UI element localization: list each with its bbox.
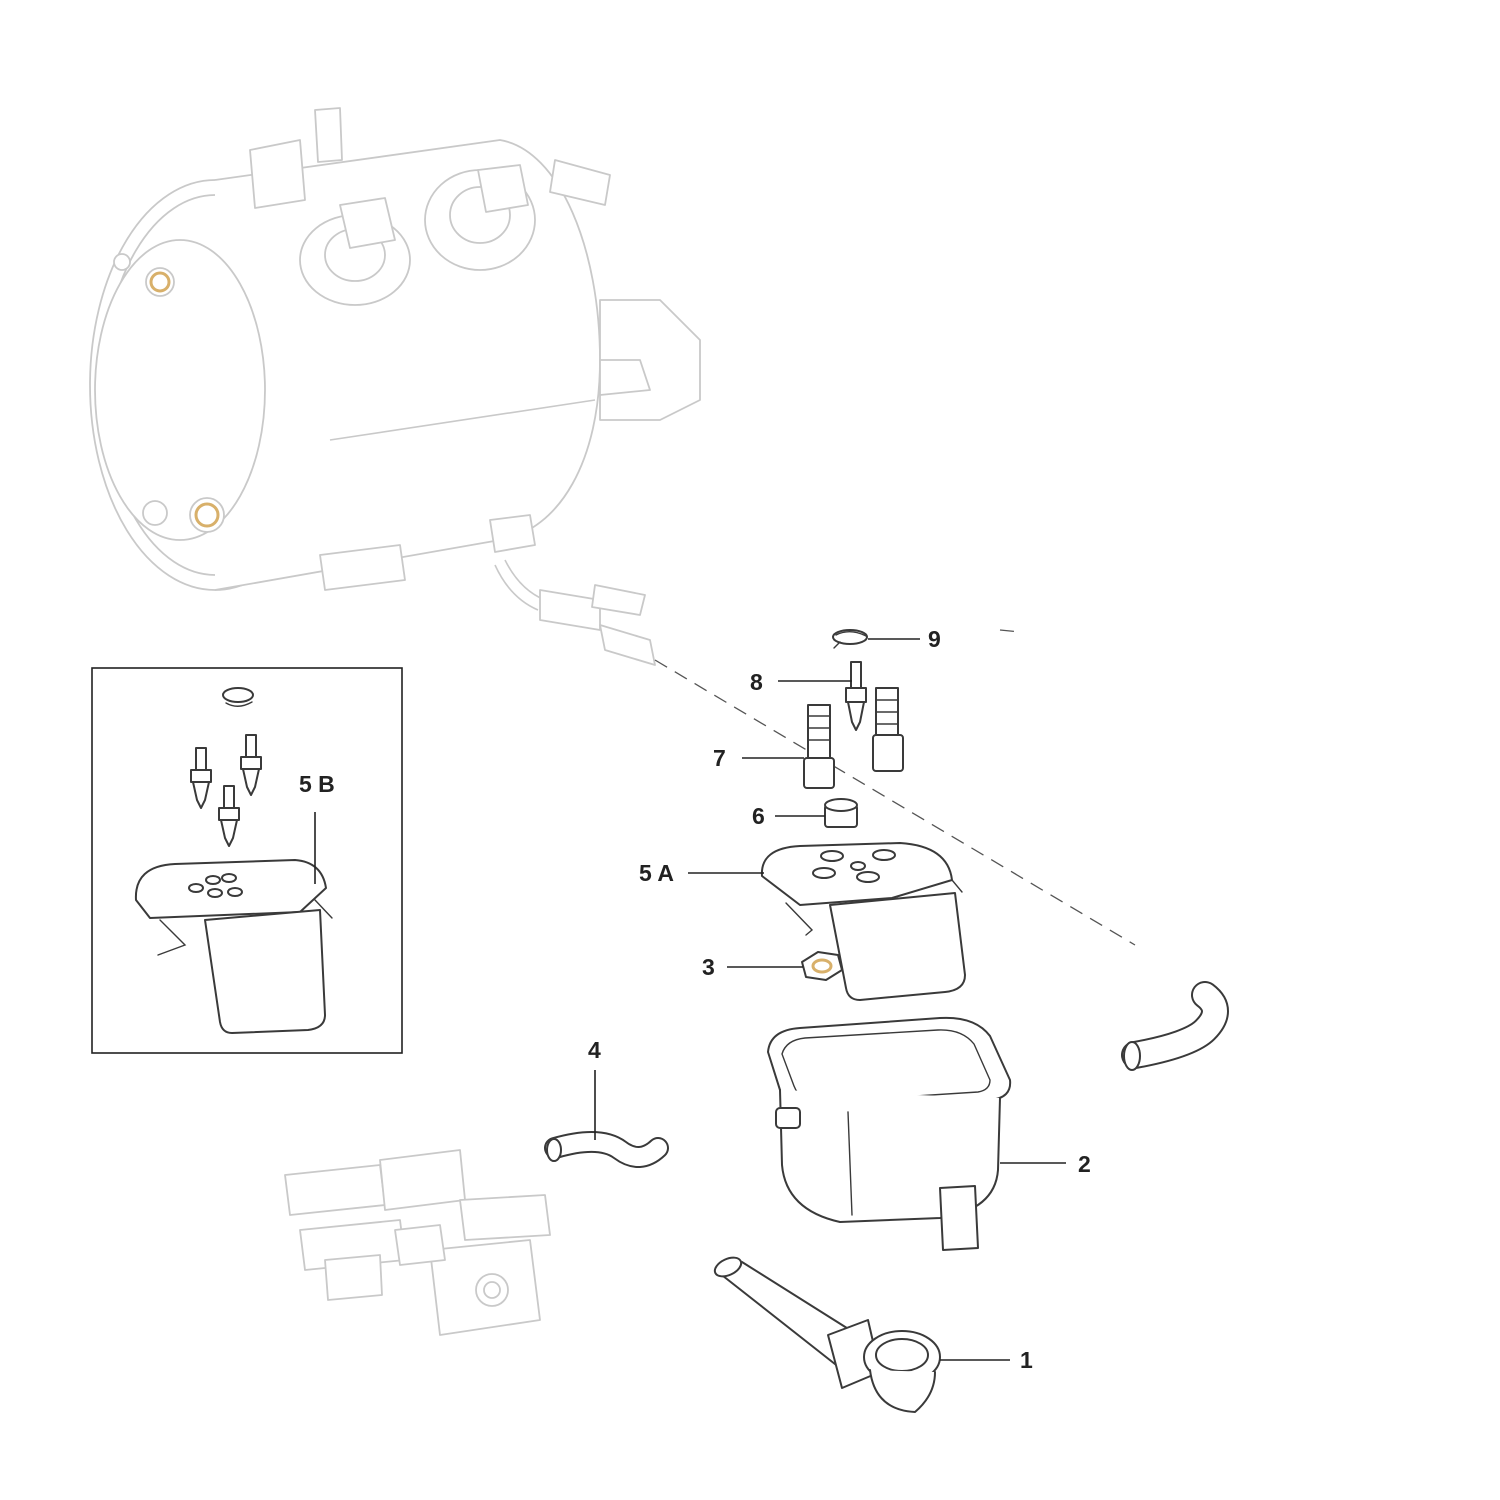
part-8-nozzle: [845, 661, 867, 731]
callout-4: 4: [588, 1037, 601, 1063]
part-7-hose-barb: [803, 704, 835, 789]
callout-8: 8: [750, 669, 763, 695]
callout-7: 7: [713, 745, 726, 771]
part-7-hose-barb-second: [872, 687, 904, 772]
right-hose: [1121, 981, 1229, 1071]
callout-3: 3: [702, 954, 715, 980]
solenoid-valve-assembly: [284, 1149, 551, 1336]
part-2-reservoir: [767, 1016, 1012, 1251]
leader-lines: [314, 638, 1066, 1361]
callout-2: 2: [1078, 1151, 1091, 1177]
part-6-bush: [824, 798, 858, 828]
assembly-axis-dashed-line: [654, 659, 1136, 946]
callout-5b: 5 B: [299, 771, 335, 797]
part-3-nut: [801, 951, 843, 981]
callout-6: 6: [752, 803, 765, 829]
callout-1: 1: [1020, 1347, 1033, 1373]
part-5a-tray-cover: [760, 842, 966, 1001]
part-1-elbow-fitting: [713, 1256, 941, 1413]
assembly-axis-dashed-stub: [999, 629, 1021, 633]
boiler-assembly: [89, 107, 701, 666]
part-4-hose: [544, 1130, 669, 1168]
callout-5a: 5 A: [639, 860, 674, 886]
part-9-clip: [832, 629, 868, 649]
callout-9: 9: [928, 626, 941, 652]
inset-variant-5b: [91, 667, 403, 1054]
